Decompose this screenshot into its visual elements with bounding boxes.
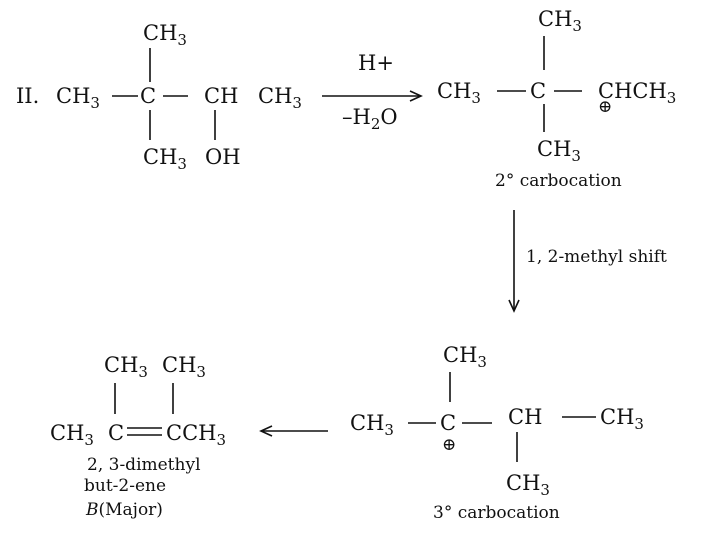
product-methyl-2: CH3​	[162, 353, 206, 381]
step3-arrowhead	[259, 425, 273, 437]
step1-reagent-top: H+	[358, 51, 394, 75]
cation2-top-methyl: CH3​	[538, 7, 582, 35]
part-label: II.	[16, 84, 39, 108]
carbocation-2-structure: CH3​ CH3​ C CHCH3​ ⊕ CH3​ 2° carbocation	[437, 7, 676, 191]
reactant-right-methyl: CH3​	[258, 84, 302, 112]
product-left-methyl: CH3​	[50, 421, 94, 449]
step1-arrow-group: H+ –H2​O	[322, 51, 423, 133]
cation3-left-methyl: CH3​	[350, 411, 394, 439]
cation2-positive-charge: ⊕	[598, 97, 612, 117]
product-name-line1: 2, 3-dimethyl	[87, 455, 201, 475]
reactant-ch-group: CH	[204, 84, 238, 108]
step2-arrow-group: 1, 2-methyl shift	[508, 210, 667, 313]
reactant-center-carbon: C	[140, 84, 156, 108]
product-carbon-1: C	[108, 421, 124, 445]
cation2-left-methyl: CH3​	[437, 79, 481, 107]
cation2-label: 2° carbocation	[495, 171, 622, 191]
cation3-label: 3° carbocation	[433, 503, 560, 523]
product-right-group: CCH3​	[166, 421, 226, 449]
product-methyl-1: CH3​	[104, 353, 148, 381]
reactant-hydroxyl: OH	[205, 145, 241, 169]
cation3-center-carbon: C	[440, 411, 456, 435]
cation3-right-methyl: CH3​	[600, 405, 644, 433]
product-label: B(Major)	[85, 500, 163, 520]
cation2-bottom-methyl: CH3​	[537, 137, 581, 165]
reactant-left-methyl: CH3​	[56, 84, 100, 112]
product-structure: CH3​ CH3​ CH3​ C CCH3​ 2, 3-dimethyl but…	[50, 353, 226, 520]
cation2-cation-group: CHCH3​	[598, 79, 676, 107]
step2-arrowhead	[508, 299, 520, 313]
cation2-center-carbon: C	[530, 79, 546, 103]
cation3-ch-group: CH	[508, 405, 542, 429]
cation3-top-methyl: CH3​	[443, 343, 487, 371]
step1-reagent-bottom: –H2​O	[342, 105, 398, 133]
product-label-letter: B	[85, 500, 99, 520]
step1-arrowhead	[409, 90, 423, 102]
reactant-top-methyl: CH3​	[143, 21, 187, 49]
cation3-bottom-methyl: CH3​	[506, 471, 550, 499]
step3-arrow-group	[259, 425, 328, 437]
carbocation-3-structure: CH3​ CH3​ C ⊕ CH CH3​ CH3​ 3° carbocatio…	[350, 343, 644, 523]
product-label-suffix: (Major)	[99, 500, 163, 520]
reactant-bottom-methyl: CH3​	[143, 145, 187, 173]
cation3-positive-charge: ⊕	[442, 435, 456, 455]
reactant-structure: CH3​ CH3​ C CH CH3​ CH3​ OH	[56, 21, 302, 173]
product-name-line2: but-2-ene	[84, 476, 166, 496]
step2-label: 1, 2-methyl shift	[526, 247, 667, 267]
